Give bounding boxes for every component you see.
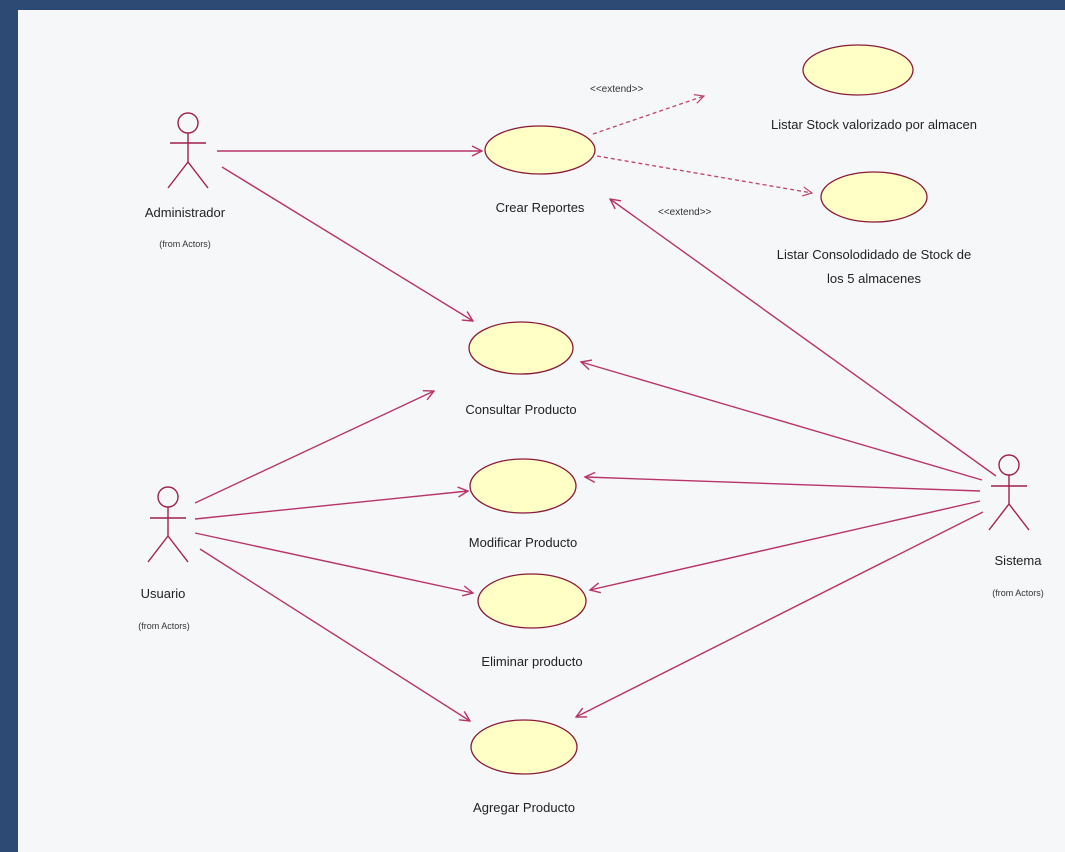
- assoc-usuario-consultar[interactable]: [194, 391, 434, 504]
- use-case-label-listar-stock: Listar Stock valorizado por almacen: [771, 117, 977, 132]
- actor-administrador[interactable]: Administrador (from Actors): [145, 112, 226, 249]
- actor-name-usuario: Usuario: [141, 586, 186, 601]
- use-case-label-eliminar: Eliminar producto: [481, 654, 582, 669]
- actor-package-usuario: (from Actors): [138, 621, 190, 631]
- use-case-consultar[interactable]: [468, 321, 574, 375]
- extend-label-1: <<extend>>: [590, 84, 644, 95]
- assoc-sistema-crear-reportes[interactable]: [610, 199, 997, 477]
- actor-usuario[interactable]: Usuario (from Actors): [138, 486, 190, 631]
- use-case-label-consultar: Consultar Producto: [465, 402, 576, 417]
- actor-icon: [988, 454, 1030, 531]
- use-case-label-modificar: Modificar Producto: [469, 535, 577, 550]
- use-case-agregar[interactable]: [470, 719, 578, 775]
- use-case-label-agregar: Agregar Producto: [473, 800, 575, 815]
- use-case-diagram: <<extend>> <<extend>> Crear Reportes Lis…: [138, 44, 1044, 815]
- actor-package-sistema: (from Actors): [992, 588, 1044, 598]
- actor-icon: [147, 486, 189, 563]
- assoc-sistema-consultar[interactable]: [581, 362, 983, 481]
- assoc-admin-consultar[interactable]: [221, 166, 473, 321]
- extend-label-2: <<extend>>: [658, 207, 712, 218]
- extend-listar-consolidado[interactable]: [596, 155, 812, 193]
- assoc-sistema-modificar[interactable]: [585, 477, 981, 492]
- actor-name-administrador: Administrador: [145, 205, 226, 220]
- associations: [194, 151, 997, 721]
- use-case-eliminar[interactable]: [477, 573, 587, 629]
- assoc-usuario-modificar[interactable]: [194, 491, 468, 520]
- actor-name-sistema: Sistema: [995, 553, 1043, 568]
- assoc-sistema-eliminar[interactable]: [590, 500, 981, 590]
- extend-listar-stock[interactable]: [592, 96, 704, 135]
- use-case-crear-reportes[interactable]: [484, 125, 596, 175]
- use-cases: Crear Reportes Listar Stock valorizado p…: [465, 44, 977, 815]
- use-case-label-crear-reportes: Crear Reportes: [496, 200, 585, 215]
- actor-icon: [167, 112, 209, 189]
- use-case-sin-nombre[interactable]: [802, 44, 914, 96]
- actor-package-administrador: (from Actors): [159, 239, 211, 249]
- assoc-usuario-eliminar[interactable]: [194, 532, 473, 593]
- assoc-usuario-agregar[interactable]: [199, 548, 470, 721]
- diagram-frame: <<extend>> <<extend>> Crear Reportes Lis…: [18, 10, 1065, 852]
- use-case-label-listar-consolidado-1: Listar Consolodidado de Stock de: [777, 247, 971, 262]
- assoc-sistema-agregar[interactable]: [576, 511, 984, 717]
- use-case-label-listar-consolidado-2: los 5 almacenes: [827, 271, 921, 286]
- actor-sistema[interactable]: Sistema (from Actors): [988, 454, 1044, 598]
- extend-relations: <<extend>> <<extend>>: [590, 84, 812, 218]
- use-case-listar-consolidado[interactable]: [820, 171, 928, 223]
- use-case-modificar[interactable]: [469, 458, 577, 514]
